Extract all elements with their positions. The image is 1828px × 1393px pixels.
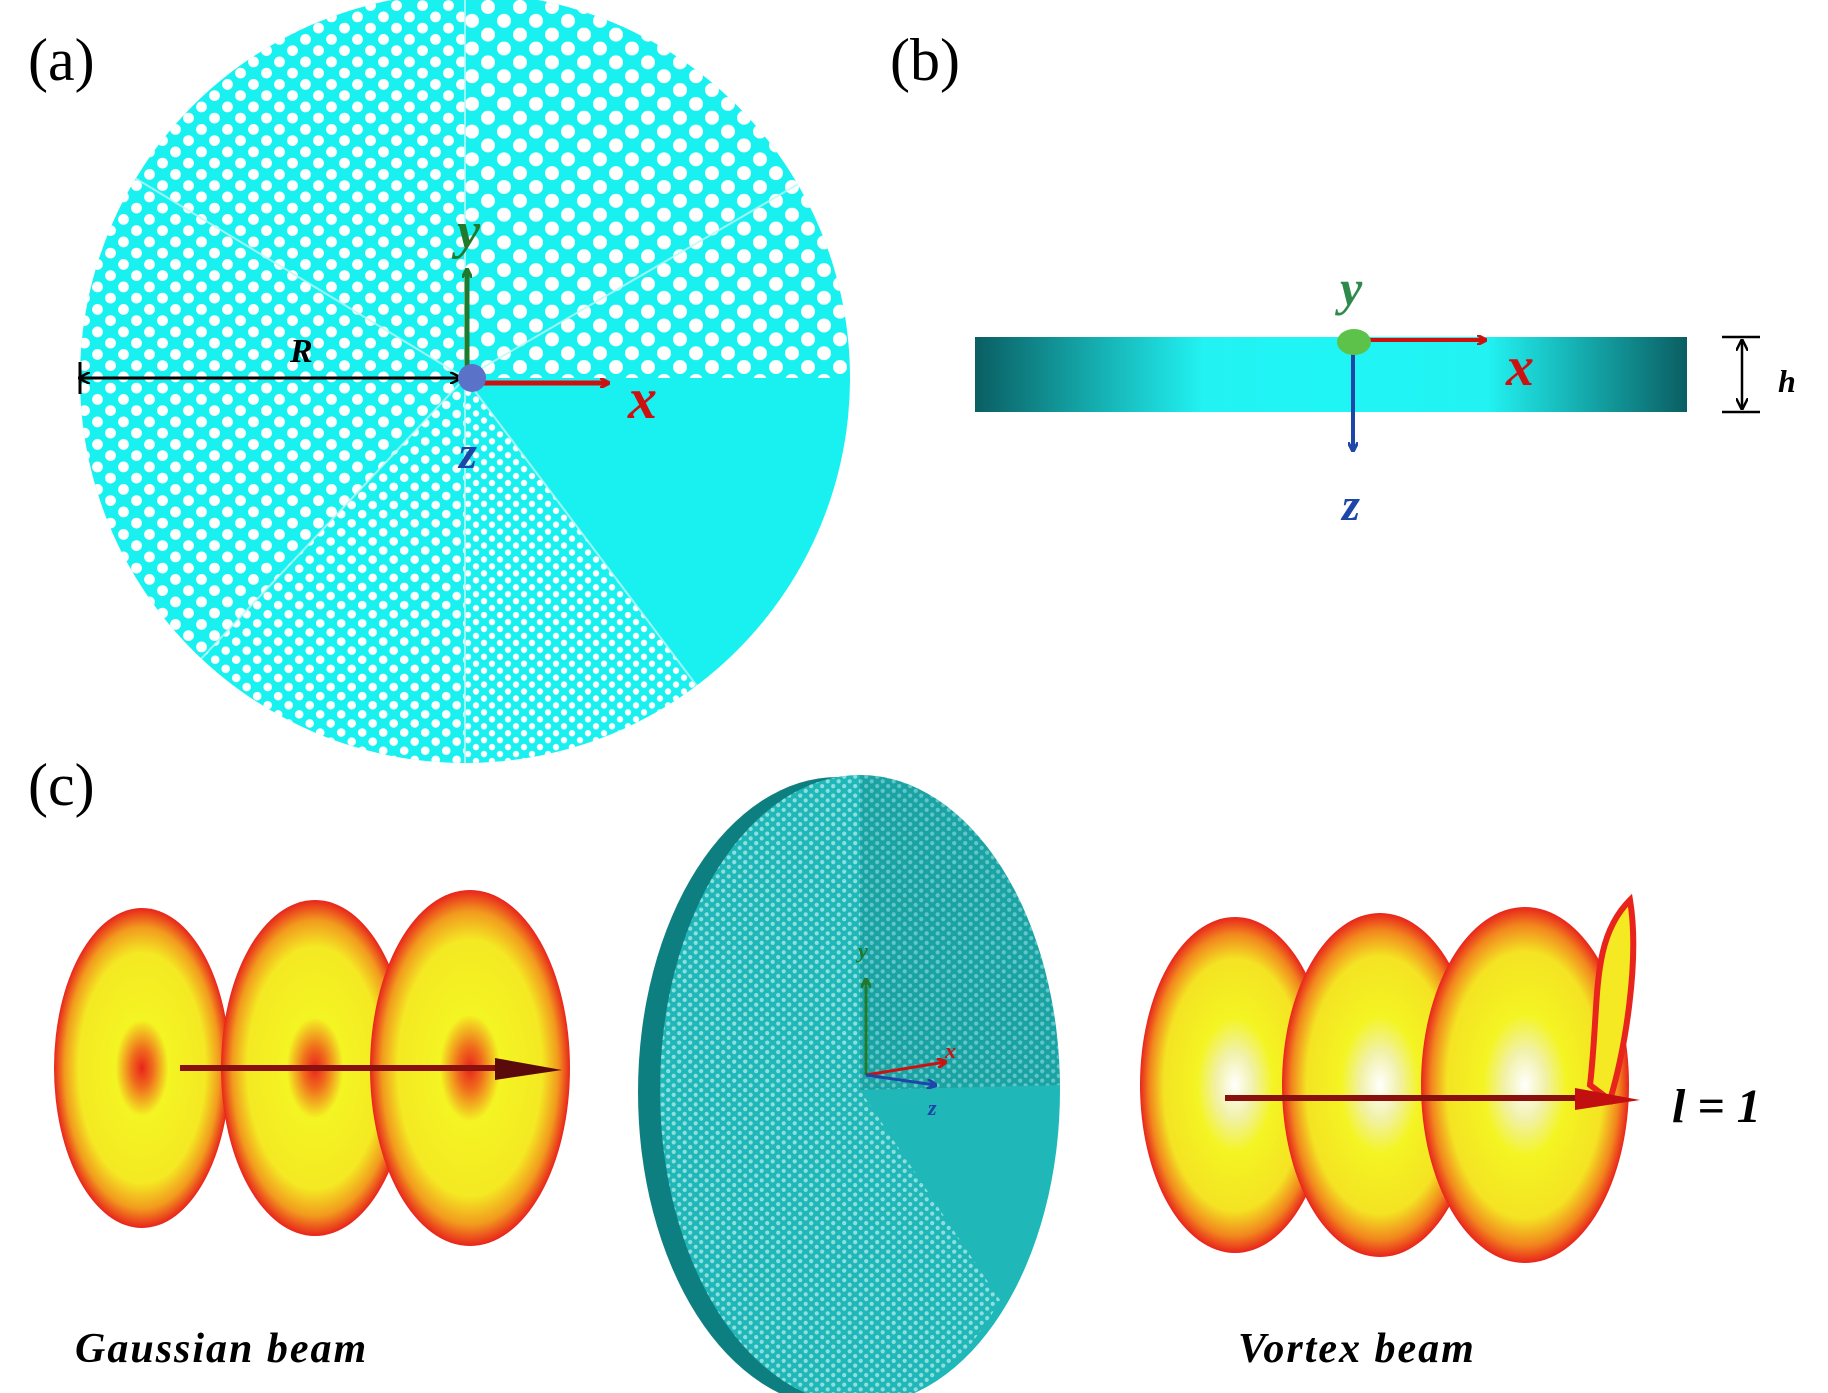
z-axis-dot <box>458 364 486 392</box>
thickness-dimension: h <box>1722 335 1796 414</box>
axes-panel-b: y x z <box>1335 260 1534 530</box>
disk-x-axis-label: x <box>944 1038 956 1063</box>
y-axis-label-b: y <box>1335 260 1363 316</box>
vortex-turn-2 <box>1282 913 1478 1257</box>
radius-label: R <box>289 333 313 370</box>
x-axis-label-b: x <box>1505 336 1534 398</box>
gaussian-beam <box>54 890 570 1246</box>
disk-z-axis-arrow <box>865 1073 935 1085</box>
disk-y-axis-label: y <box>855 938 868 963</box>
vortex-arrow-head <box>1575 1088 1640 1110</box>
gaussian-caption: Gaussian beam <box>75 1326 368 1372</box>
vortex-turn-1 <box>1140 917 1330 1253</box>
panel-b-label: (b) <box>890 27 960 93</box>
vortex-caption: Vortex beam <box>1238 1326 1476 1372</box>
disk-z-axis-label: z <box>927 1095 937 1120</box>
metasurface-side-view <box>975 337 1687 412</box>
panel-a-label: (a) <box>28 27 95 93</box>
y-axis-dot-b <box>1337 329 1371 355</box>
radius-dimension: R <box>80 333 460 394</box>
disk-x-axis-arrow <box>865 1062 945 1077</box>
topological-charge-label: l = 1 <box>1672 1080 1761 1133</box>
vortex-beam <box>1140 893 1640 1263</box>
z-axis-label-b: z <box>1340 479 1360 530</box>
gaussian-wavefront-1 <box>54 908 230 1228</box>
vortex-tail <box>1586 893 1637 1105</box>
vortex-turn-3 <box>1421 907 1629 1263</box>
panel-c-label: (c) <box>28 752 95 818</box>
thickness-label: h <box>1778 363 1796 399</box>
x-axis-label: x <box>627 366 657 431</box>
gaussian-arrow-head <box>495 1058 562 1080</box>
metasurface-3d: y x z <box>638 775 1060 1393</box>
z-axis-label: z <box>457 427 477 478</box>
